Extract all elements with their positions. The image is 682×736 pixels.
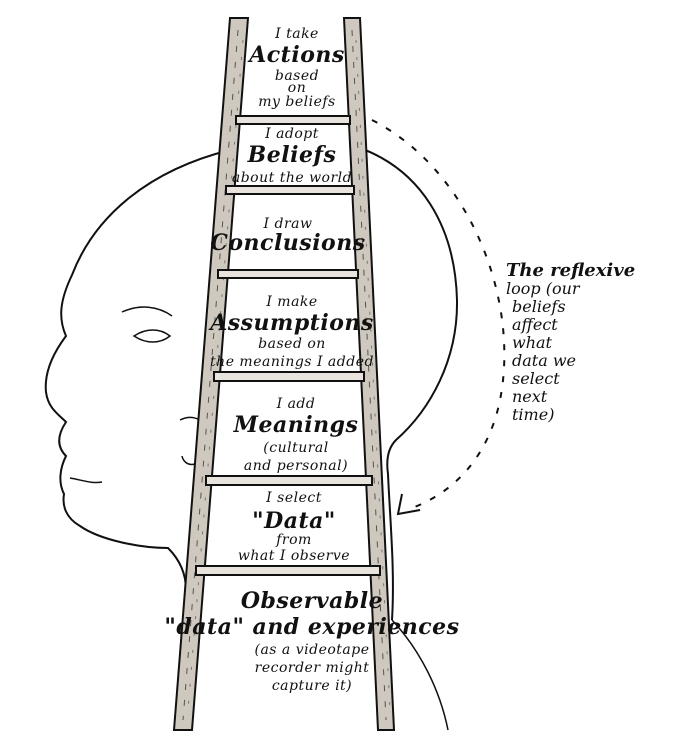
eye [132, 329, 172, 343]
rung-actions-line: I take [274, 26, 319, 42]
eyebrow [121, 306, 173, 317]
head-back-outline [359, 147, 459, 621]
mouth [69, 477, 103, 484]
rung-data-line: what I observe [238, 548, 350, 564]
rung-meanings-line: and personal) [244, 458, 348, 474]
ladder-right-rail [342, 17, 396, 731]
rung-assumptions-line: I make [265, 294, 317, 310]
rung-observable-line: recorder might [255, 660, 370, 676]
reflexive-loop-note-line: select [512, 369, 560, 388]
reflexive-loop-arrowhead [396, 493, 421, 516]
rung-assumptions-line: the meanings I added [210, 354, 374, 370]
rung-meanings-line: Meanings [233, 412, 359, 438]
rung-conclusions-line: I draw [263, 216, 313, 232]
rung-data-line: from [275, 532, 312, 548]
reflexive-loop-note-line: affect [512, 315, 558, 334]
rung-observable-line: Observable [241, 588, 383, 614]
rung-observable-line: (as a videotape [254, 642, 369, 658]
rung-assumptions-line: Assumptions [208, 310, 374, 336]
rung-assumptions-line: based on [258, 336, 326, 352]
ladder-rungs [195, 115, 381, 576]
reflexive-loop-note-line: data we [512, 351, 576, 370]
reflexive-loop-note-line: loop (our [506, 279, 581, 298]
rung-conclusions-line: Conclusions [210, 230, 365, 256]
rung-actions-line: Actions [247, 42, 345, 68]
rung-meanings-line: (cultural [263, 440, 328, 456]
reflexive-loop-note-line: The reflexive [506, 260, 635, 281]
rung-beliefs-line: about the world [232, 170, 352, 186]
rung-actions-line: my beliefs [258, 94, 336, 110]
rung-actions-line: based [275, 68, 319, 84]
rung-observable-line: "data" and experiences [164, 614, 459, 640]
rung-meanings-line: I add [276, 396, 316, 412]
reflexive-loop-note-line: beliefs [512, 297, 566, 316]
rung-beliefs-line: Beliefs [247, 142, 337, 168]
neck-line [391, 619, 449, 731]
rung-data-line: "Data" [252, 508, 336, 534]
reflexive-loop-note-line: what [512, 333, 553, 352]
rung-beliefs-line: I adopt [264, 126, 319, 142]
rung-data-line: I select [265, 490, 322, 506]
reflexive-loop-note-line: next [512, 387, 548, 406]
ladder-left-rail [172, 17, 250, 731]
rung-label-observable: Observable"data" and experiences (as a vi… [164, 588, 459, 694]
reflexive-loop-arrow [371, 119, 506, 509]
rung-observable-line: capture it) [272, 678, 352, 694]
rung-actions-line: on [288, 80, 306, 96]
head-outline [44, 149, 231, 591]
reflexive-loop-note-line: time) [512, 405, 554, 424]
